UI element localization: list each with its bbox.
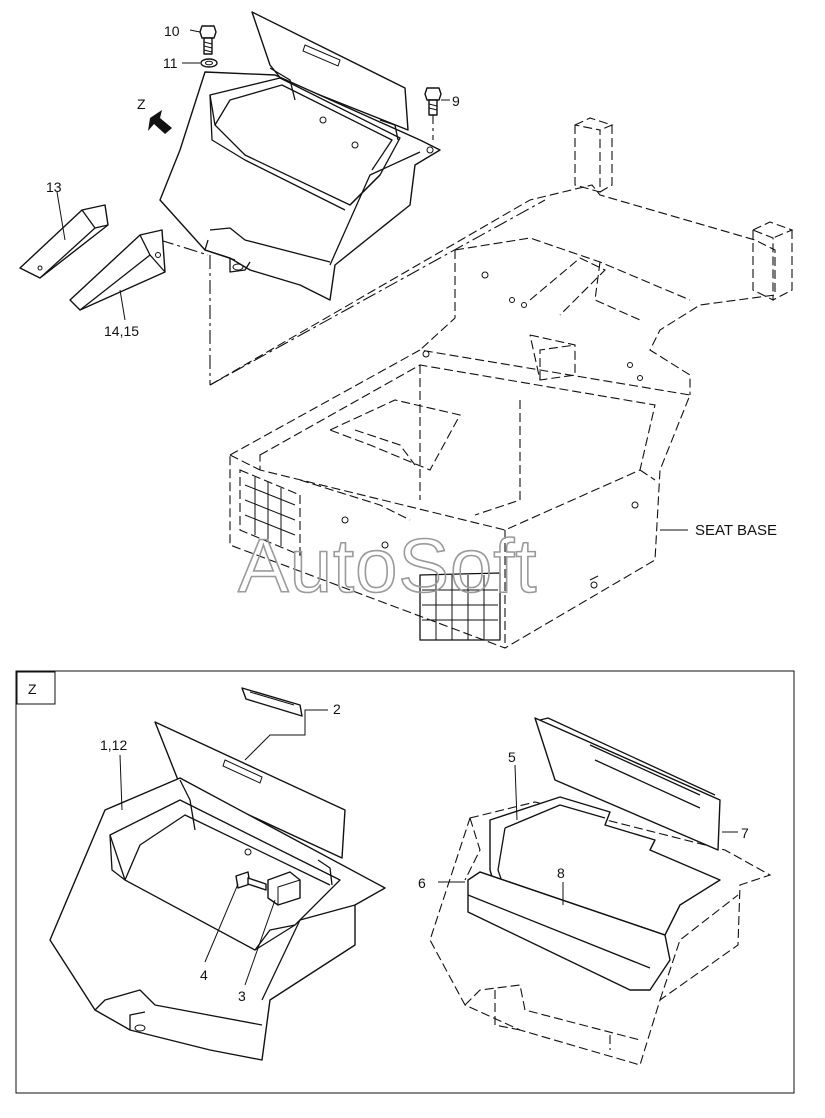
screw-4 bbox=[235, 871, 267, 891]
part-14-15-cover bbox=[69, 229, 166, 311]
lip-6 bbox=[467, 871, 671, 991]
view-z-arrow bbox=[148, 110, 172, 134]
part-13-cover bbox=[19, 204, 109, 279]
top-assembly: 10 11 9 Z 13 14,15 SEAT BASE bbox=[19, 11, 794, 649]
callout-5: 5 bbox=[508, 749, 516, 765]
detail-view-z: Z bbox=[15, 670, 795, 1094]
detail-z-box bbox=[16, 671, 56, 705]
washer-11 bbox=[200, 58, 218, 68]
vent-grid-left bbox=[239, 469, 301, 556]
watermark: AutoSoft bbox=[238, 524, 538, 609]
callout-4: 4 bbox=[200, 967, 208, 983]
callout-3: 3 bbox=[238, 988, 246, 1004]
console-with-pad bbox=[429, 717, 772, 1066]
seat-base-outline bbox=[209, 117, 794, 649]
strip-7 bbox=[534, 717, 721, 851]
callout-7: 7 bbox=[741, 825, 749, 841]
callout-2: 2 bbox=[333, 701, 341, 717]
handle-2 bbox=[241, 687, 303, 717]
latch-3 bbox=[267, 871, 301, 906]
console-with-lid bbox=[49, 687, 386, 1061]
view-z-label: Z bbox=[137, 96, 146, 112]
callout-seat-base: SEAT BASE bbox=[695, 522, 777, 539]
detail-z-label: Z bbox=[28, 681, 37, 697]
bolt-9 bbox=[424, 87, 442, 116]
callout-14-15: 14,15 bbox=[104, 323, 139, 339]
callout-11: 11 bbox=[163, 55, 178, 71]
callout-13: 13 bbox=[46, 179, 62, 195]
callout-6: 6 bbox=[418, 875, 426, 891]
vent-grid-front bbox=[419, 572, 501, 641]
detail-frame bbox=[15, 670, 795, 1094]
console-assembly-top bbox=[159, 11, 441, 301]
callout-8: 8 bbox=[557, 865, 565, 881]
callout-10: 10 bbox=[164, 23, 180, 39]
bolt-10 bbox=[199, 25, 217, 55]
callout-1-12: 1,12 bbox=[100, 737, 127, 753]
callout-9: 9 bbox=[452, 93, 460, 109]
